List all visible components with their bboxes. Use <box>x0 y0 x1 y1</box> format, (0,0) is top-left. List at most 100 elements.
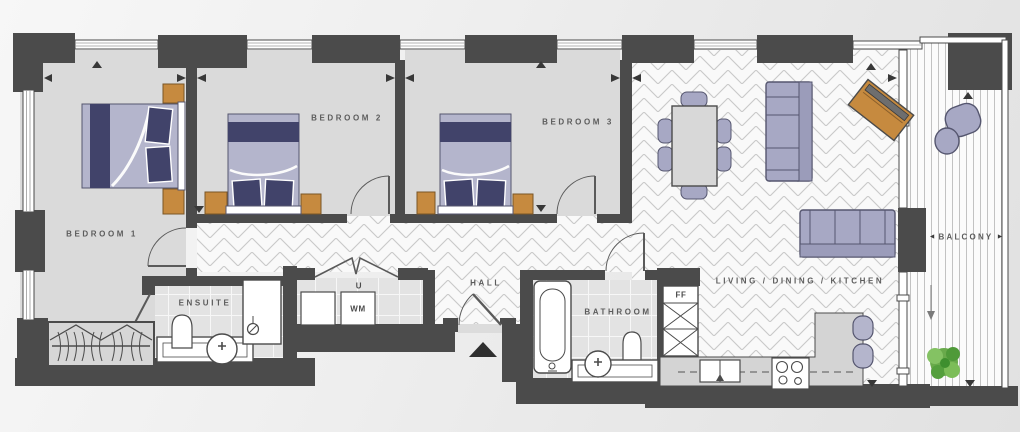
bedroom-2-door <box>350 175 390 215</box>
balcony-chair <box>944 102 982 138</box>
bathroom-door <box>605 232 645 272</box>
bedroom-3-furniture <box>416 113 534 215</box>
dimension-arrow-icon <box>888 74 897 82</box>
bar-stool <box>852 343 874 369</box>
balcony-sliding-door-arrow <box>927 285 935 320</box>
glazed-door-panel <box>852 40 923 50</box>
fridge-freezer-label: FF <box>675 290 687 300</box>
dimension-arrow-icon <box>92 61 102 68</box>
dimension-arrow-icon <box>866 63 876 70</box>
balcony-arrow-right-icon: ► <box>996 233 1004 241</box>
dining-chair <box>715 146 732 172</box>
dimension-arrow-icon <box>965 380 975 387</box>
toilet <box>622 331 642 363</box>
toilet <box>171 314 193 349</box>
room-label-bedroom-1: BEDROOM 1 <box>66 229 138 239</box>
bathroom-fixtures <box>533 280 699 383</box>
bedroom-3-door <box>556 175 596 215</box>
utility-cupboard-label: U <box>355 281 363 291</box>
laptop <box>864 83 910 122</box>
nightstand <box>416 191 436 215</box>
ensuite-fixtures <box>156 279 282 365</box>
double-bed <box>225 113 302 215</box>
living-dining-furniture <box>657 78 915 258</box>
dimension-arrow-icon <box>194 206 204 213</box>
room-label-living-dining-kitchen: LIVING / DINING / KITCHEN <box>715 276 885 286</box>
bedroom-1-door <box>147 227 187 267</box>
window <box>399 39 466 50</box>
nightstand <box>204 191 228 215</box>
dimension-arrow-icon <box>44 74 52 82</box>
nightstand <box>162 188 185 215</box>
dimension-arrow-icon <box>197 74 206 82</box>
washbasin <box>584 350 612 378</box>
dimension-arrow-icon <box>386 74 395 82</box>
plant-icon <box>927 347 960 379</box>
sofa-vertical <box>765 81 813 182</box>
nightstand <box>512 193 534 215</box>
bar-stool <box>852 315 874 341</box>
window <box>74 39 159 50</box>
room-label-hall: HALL <box>470 278 502 288</box>
window <box>556 39 623 50</box>
dimension-arrow-icon <box>963 92 973 99</box>
dimension-arrow-icon <box>405 74 414 82</box>
dining-chair <box>657 146 674 172</box>
sofa-horizontal <box>799 209 896 258</box>
bedroom-3-floor <box>405 50 620 216</box>
balcony-arrow-left-icon: ◄ <box>928 233 936 241</box>
hall-floor <box>197 216 632 272</box>
desk <box>847 78 915 142</box>
dimension-markers <box>44 61 975 387</box>
kitchen <box>659 312 874 390</box>
dining-set <box>657 91 732 200</box>
dining-table <box>671 105 718 187</box>
dining-chair <box>680 91 708 108</box>
room-label-bathroom: BATHROOM <box>584 307 652 317</box>
balcony-chair <box>934 127 960 155</box>
washbasin <box>206 333 238 365</box>
washing-machine <box>340 291 376 326</box>
appliance <box>300 291 336 326</box>
entrance-threshold <box>458 324 502 333</box>
dining-chair <box>715 118 732 144</box>
entrance-arrow-icon <box>469 342 497 357</box>
double-bed <box>437 113 514 215</box>
kitchen-sink <box>699 359 741 383</box>
fridge-freezer <box>662 285 699 357</box>
bedroom-1-furniture <box>47 83 186 367</box>
window <box>693 39 758 50</box>
entrance-door <box>458 293 502 333</box>
dimension-arrow-icon <box>536 205 546 212</box>
nightstand <box>300 193 322 215</box>
window <box>22 269 35 321</box>
bedroom-2-furniture <box>204 113 322 215</box>
room-label-bedroom-3: BEDROOM 3 <box>542 117 614 127</box>
balcony-furniture <box>927 102 982 379</box>
bathtub <box>533 280 572 374</box>
balcony-label-text: BALCONY <box>938 232 994 242</box>
hangers <box>57 331 143 362</box>
dining-chair <box>657 118 674 144</box>
dimension-arrow-icon <box>536 61 546 68</box>
hob <box>771 357 810 390</box>
window <box>246 39 313 50</box>
utility-fixtures <box>300 291 376 326</box>
doors <box>129 175 935 336</box>
dimension-arrow-icon <box>177 74 186 82</box>
balcony-railing <box>919 36 1009 389</box>
double-bed <box>81 101 186 191</box>
washing-machine-label: WM <box>350 304 366 314</box>
room-label-ensuite: ENSUITE <box>178 298 232 308</box>
dimension-arrow-icon <box>611 74 620 82</box>
room-label-balcony: ◄ BALCONY ► <box>929 233 1004 242</box>
window <box>22 89 35 213</box>
nightstand <box>162 83 185 104</box>
room-label-bedroom-2: BEDROOM 2 <box>311 113 383 123</box>
utility-bifold-doors <box>314 256 399 278</box>
dimension-arrow-icon <box>632 74 641 82</box>
shower <box>242 279 282 345</box>
dimension-arrow-icon <box>867 380 877 387</box>
